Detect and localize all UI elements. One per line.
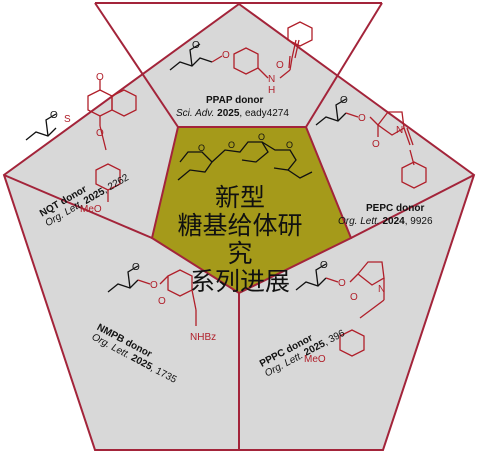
svg-text:O: O (96, 128, 104, 139)
pepc-structure (315, 98, 427, 189)
svg-text:N: N (396, 125, 403, 136)
svg-text:MeO: MeO (304, 354, 326, 365)
svg-text:O: O (96, 72, 104, 83)
ppap-pages: , eady4274 (239, 108, 289, 119)
ppap-journal: Sci. Adv. (176, 108, 215, 119)
center-line-1: 新型 (214, 183, 265, 212)
svg-text:O: O (222, 50, 230, 61)
nmpb-structure (107, 265, 197, 326)
svg-text:O: O (320, 260, 328, 271)
nqt-atoms: O S O O MeO (50, 72, 104, 215)
svg-text:O: O (132, 262, 140, 273)
svg-text:O: O (150, 280, 158, 291)
ppap-donor-name: PPAP donor (206, 95, 264, 106)
pepc-citation: Org. Lett. 2024, 9926 (338, 216, 433, 227)
center-line-3: 系列进展 (189, 267, 290, 296)
svg-text:O: O (350, 292, 358, 303)
center-line-2: 糖基给体研究 (177, 211, 303, 268)
ppap-structure (169, 21, 313, 79)
svg-text:O: O (286, 140, 293, 150)
panel-dividers (3, 2, 475, 450)
svg-text:O: O (358, 113, 366, 124)
svg-text:S: S (64, 114, 71, 125)
svg-text:O: O (192, 40, 200, 51)
svg-text:O: O (158, 296, 166, 307)
pppc-atoms: O O O N MeO (304, 260, 385, 365)
pepc-atoms: O O O N (340, 95, 403, 150)
center-structure-atoms: O O O O (198, 132, 293, 153)
pepc-pages: , 9926 (404, 216, 433, 227)
nmpb-atoms: O O O NHBz (132, 262, 216, 343)
svg-text:O: O (258, 132, 265, 142)
center-pentagon (150, 126, 353, 295)
svg-text:O: O (198, 143, 205, 153)
svg-text:H: H (268, 85, 275, 96)
svg-text:MeO: MeO (80, 204, 102, 215)
svg-text:O: O (228, 140, 235, 150)
svg-text:O: O (276, 60, 284, 71)
svg-text:O: O (372, 139, 380, 150)
ppap-year: 2025 (217, 108, 240, 119)
pepc-donor-label: PEPC donor (366, 203, 424, 214)
pppc-structure (295, 261, 385, 357)
svg-text:O: O (338, 278, 346, 289)
svg-text:NHBz: NHBz (190, 332, 216, 343)
svg-text:N: N (378, 284, 385, 295)
svg-text:O: O (340, 95, 348, 106)
ppap-donor-label: PPAP donor (206, 95, 263, 106)
nqt-structure (25, 80, 137, 202)
ppap-atoms: O O N H O (192, 40, 284, 96)
pepc-donor-name: PEPC donor (366, 203, 425, 214)
svg-text:N: N (268, 74, 275, 85)
ppap-citation: Sci. Adv. 2025, eady4274 (176, 108, 289, 119)
pepc-journal: Org. Lett. (338, 216, 380, 227)
pepc-year: 2024 (382, 216, 405, 227)
center-disaccharide-structure (177, 141, 313, 181)
svg-text:O: O (50, 110, 58, 121)
center-title: 新型 糖基给体研究 系列进展 (170, 184, 310, 296)
